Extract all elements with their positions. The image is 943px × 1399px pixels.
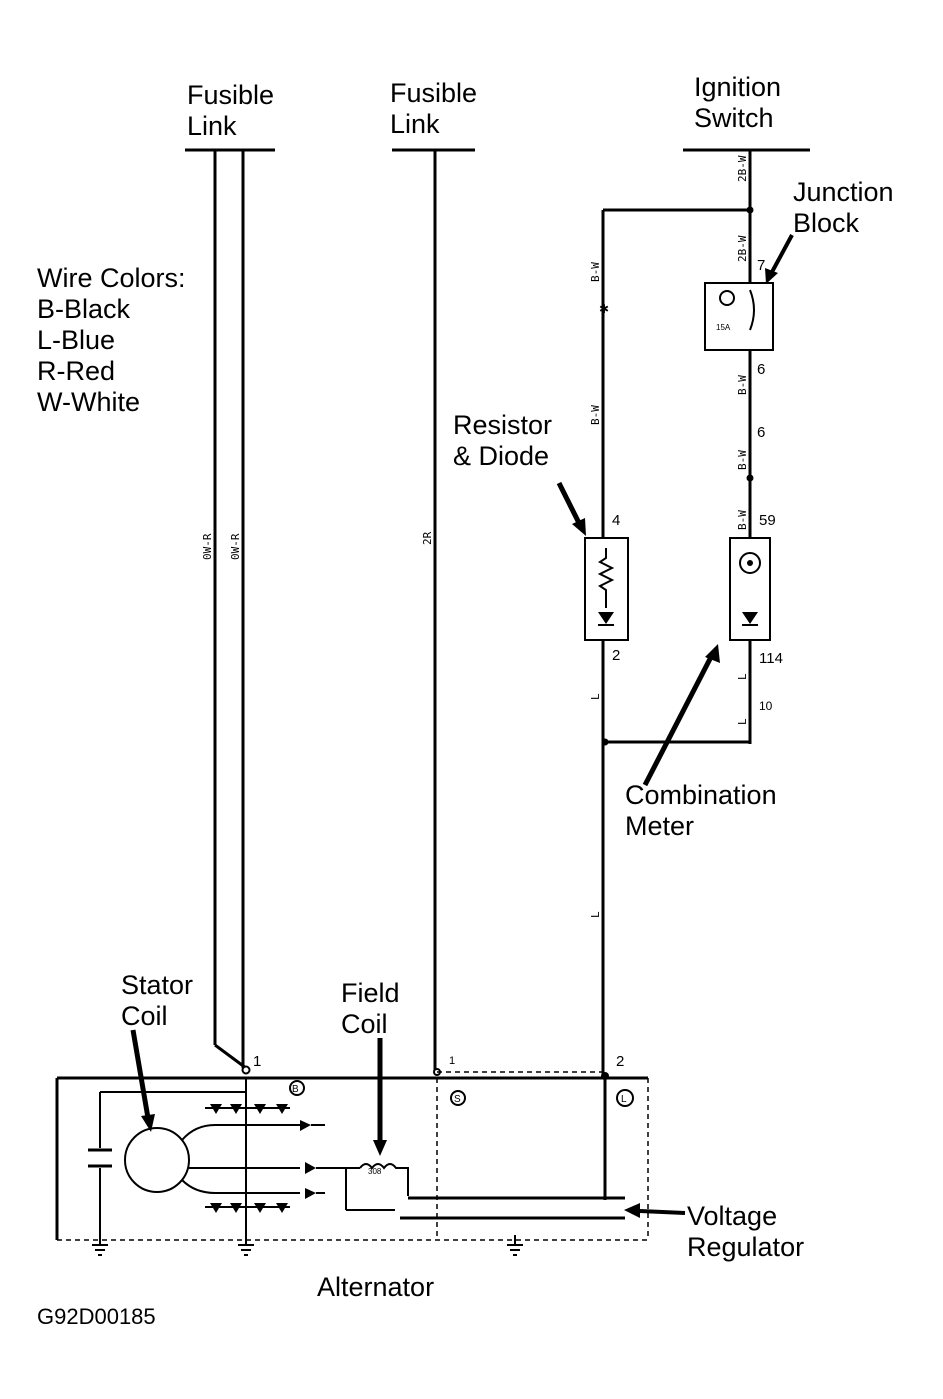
exciter-diode-3 <box>305 1188 316 1199</box>
diode-top-3 <box>254 1104 266 1114</box>
resistor-diode-box <box>584 537 629 641</box>
stator-arrow <box>130 1029 151 1119</box>
terminal-b: B <box>292 1084 299 1095</box>
field-coil-symbol <box>359 1163 409 1196</box>
ground-symbol-2 <box>238 1235 254 1256</box>
meter-arrow <box>642 653 715 787</box>
diode-bottom-1 <box>210 1203 222 1213</box>
fuse-rating: 15A <box>716 323 731 332</box>
meter-arrowhead <box>705 644 720 663</box>
alt-pin-l <box>601 1072 609 1080</box>
diode-top-1 <box>210 1104 222 1114</box>
diode-bottom-2 <box>230 1203 242 1213</box>
terminal-s: S <box>454 1094 461 1105</box>
wire-code-meter-bottom-2: L <box>736 718 749 725</box>
pin-jb-7: 7 <box>757 257 766 274</box>
diode-top-4 <box>276 1104 288 1114</box>
wire-code-ign-1: 2B-W <box>736 155 749 183</box>
field-coil-mark: 308 <box>368 1167 382 1176</box>
wire-code-resistor-bottom: L <box>589 693 602 700</box>
diode-bottom-4 <box>276 1203 288 1213</box>
fuse-symbol <box>719 290 735 306</box>
field-arrowhead <box>373 1140 387 1156</box>
resistor-symbol <box>597 548 615 608</box>
alt-pin-1 <box>241 1065 251 1075</box>
pin-jb-6b: 6 <box>757 424 766 441</box>
pin-res-4: 4 <box>612 512 621 529</box>
splice-jb <box>746 474 754 482</box>
diode-2-symbol <box>742 612 758 624</box>
junction-block-box <box>704 282 774 351</box>
junction-arrowhead <box>765 268 778 284</box>
wire-code-ign-2: 2B-W <box>736 235 749 263</box>
resistor-diode-label: Resistor& Diode <box>453 410 553 471</box>
diode-bottom-3 <box>254 1203 266 1213</box>
pin-alt-s: 1 <box>449 1055 456 1067</box>
charge-lamp-symbol <box>739 552 761 574</box>
exciter-diode-1 <box>300 1120 311 1131</box>
wire-code-lamp-return: L <box>589 911 602 918</box>
pin-alt-2: 2 <box>616 1053 625 1070</box>
wire-code-fl2: 2R <box>421 531 434 545</box>
regulator-arrowhead <box>624 1203 640 1218</box>
resistor-arrow <box>556 481 583 527</box>
wire-code-fl1-a: 0W-R <box>201 533 214 561</box>
junction-arrow <box>770 234 794 273</box>
wire-code-meter-bottom-1: L <box>736 673 749 680</box>
exciter-diode-2 <box>305 1162 316 1174</box>
diode-top-2 <box>230 1104 242 1114</box>
diode-1-symbol <box>598 612 614 624</box>
wire-fl1-a-bend <box>214 1043 247 1070</box>
pin-meter-114: 114 <box>759 650 783 667</box>
stator-coil-symbol <box>124 1127 190 1193</box>
stator-lead-3 <box>181 1179 300 1194</box>
pin-meter-10: 10 <box>759 699 773 713</box>
wire-code-resistor-top-2: B-W <box>589 405 602 425</box>
ground-symbol-3 <box>507 1235 523 1256</box>
fuse-element <box>749 289 755 331</box>
stator-lead-1 <box>181 1124 300 1141</box>
pin-jb-6a: 6 <box>757 361 766 378</box>
figure-id: G92D00185 <box>37 1304 156 1329</box>
wire-code-jb-low-1: B-W <box>736 375 749 395</box>
wire-code-meter-top: B-W <box>736 510 749 530</box>
pin-res-2: 2 <box>612 647 621 664</box>
alternator-label: Alternator <box>317 1272 435 1302</box>
pin-meter-59: 59 <box>759 512 776 529</box>
ground-symbol-1 <box>92 1235 108 1256</box>
b-terminal-circle <box>289 1080 305 1096</box>
regulator-arrow <box>639 1209 686 1215</box>
wire-colors-legend: Wire Colors: B-Black L-Blue R-Red W-Whit… <box>37 263 186 417</box>
pin-alt-1: 1 <box>253 1053 262 1070</box>
wire-code-jb-low-2: B-W <box>736 450 749 470</box>
charge-lamp-center <box>747 560 753 566</box>
s-terminal-circle <box>450 1090 466 1106</box>
terminal-l: L <box>621 1094 627 1105</box>
wire-code-resistor-top-1: B-W <box>589 262 602 282</box>
wire-code-fl1-b: 0W-R <box>229 533 242 561</box>
connector-mark: ✱ <box>599 302 609 316</box>
resistor-arrowhead <box>572 518 586 536</box>
l-terminal-circle <box>616 1089 634 1107</box>
